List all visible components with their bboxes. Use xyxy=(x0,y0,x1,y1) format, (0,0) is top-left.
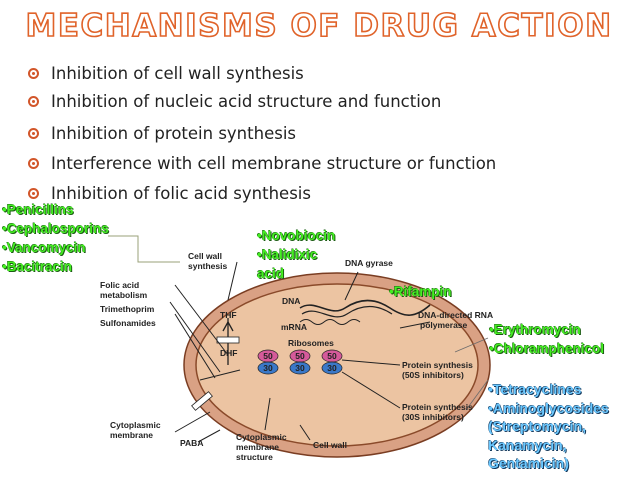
cell-wall-drugs-list: •Penicillins •Cephalosporins •Vancomycin… xyxy=(2,200,109,276)
drug-label: •Penicillins xyxy=(2,202,74,217)
drug-label: •Cephalosporins xyxy=(2,221,109,236)
trimethoprim-block xyxy=(216,336,240,344)
drug-label: •Erythromycin xyxy=(489,322,581,337)
bullet-text: Inhibition of nucleic acid structure and… xyxy=(51,91,442,111)
annotation-lines xyxy=(454,337,489,411)
dna-gyrase-drugs-list: •Novobiocin •Nalidixic acid xyxy=(257,226,335,283)
drug-label: •Tetracyclines xyxy=(488,381,582,397)
cell-wall-label: Cell wall xyxy=(313,440,347,450)
bullet-circle-icon xyxy=(28,67,39,79)
membrane-structure-label: Cytoplasmic xyxy=(236,432,287,442)
bullet-text: Inhibition of protein synthesis xyxy=(51,123,296,143)
bullet-item: Inhibition of cell wall synthesis xyxy=(28,61,304,85)
protein-50s-label: (50S inhibitors) xyxy=(402,370,464,380)
page-title: MECHANISMS OF DRUG ACTION xyxy=(25,7,613,45)
ribosome-30s xyxy=(257,361,279,375)
ribosome-30-label: 30 xyxy=(263,363,273,373)
drug-label: Gentamicin) xyxy=(488,455,569,471)
dna-gyrase-label: DNA gyrase xyxy=(345,258,393,268)
ribosome-30-label: 30 xyxy=(295,363,305,373)
dna-label: DNA xyxy=(282,296,300,306)
bullet-circle-icon xyxy=(28,95,39,107)
drug-label: •Vancomycin xyxy=(2,240,86,255)
bullet-item: Inhibition of folic acid synthesis xyxy=(28,181,311,205)
membrane-structure-label: structure xyxy=(236,452,273,462)
drug-label: •Nalidixic xyxy=(257,247,318,262)
diagram-pointer-lines xyxy=(169,261,431,443)
bullet-circle-icon xyxy=(28,157,39,169)
drug-label: •Chloramphenicol xyxy=(489,341,604,356)
cytoplasmic-membrane-label: membrane xyxy=(110,430,153,440)
protein-30s-label: Protein synthesis xyxy=(402,402,473,412)
rna-polymerase-label: polymerase xyxy=(420,320,468,330)
ribosomes-label: Ribosomes xyxy=(288,338,334,348)
cytoplasmic-membrane-label: Cytoplasmic xyxy=(110,420,161,430)
dna-strand xyxy=(301,305,393,318)
paba-label: PABA xyxy=(180,438,203,448)
bullet-item: Interference with cell membrane structur… xyxy=(28,151,496,175)
mrna-strand xyxy=(299,319,361,325)
ribosome-50-label: 50 xyxy=(295,351,305,361)
protein-50s-label: Protein synthesis xyxy=(402,360,473,370)
drug-label: (Streptomycin, xyxy=(488,418,587,434)
drug-label: •Novobiocin xyxy=(257,228,336,243)
drug-label: Kanamycin, xyxy=(488,436,567,453)
sulfonamides-label: Sulfonamides xyxy=(100,318,156,328)
bullet-item: Inhibition of protein synthesis xyxy=(28,121,296,145)
ribosome-50-label: 50 xyxy=(327,351,337,361)
ribosome-50-label: 50 xyxy=(263,351,273,361)
bullet-circle-icon xyxy=(28,127,39,139)
bullet-text: Interference with cell membrane structur… xyxy=(51,153,497,173)
bullet-text: Inhibition of cell wall synthesis xyxy=(51,63,304,83)
rna-polymerase-drug: •Rifampin xyxy=(389,284,452,299)
membrane-structure-label: membrane xyxy=(236,442,279,452)
ribosome-30s xyxy=(321,361,343,375)
drug-label: acid xyxy=(257,266,285,281)
ribosome-30s xyxy=(289,361,311,375)
drug-label: •Bacitracin xyxy=(2,259,73,274)
trimethoprim-label: Trimethoprim xyxy=(100,304,155,314)
thf-label: THF xyxy=(220,310,237,320)
rna-polymerase-label: DNA-directed RNA xyxy=(418,310,493,320)
dhf-label: DHF xyxy=(220,348,237,358)
mrna-label: mRNA xyxy=(281,322,307,332)
ribosome-30-label: 30 xyxy=(327,363,337,373)
dna-strand xyxy=(299,299,431,316)
folate-arrow-icon xyxy=(222,320,234,332)
protein-50s-drugs-list: •Erythromycin •Chloramphenicol xyxy=(489,320,604,358)
protein-30s-drugs-list: •Tetracyclines •Aminoglycosides (Strepto… xyxy=(488,380,609,473)
cell-wall-synthesis-label: Cell wall xyxy=(188,251,222,261)
bullet-item: Inhibition of nucleic acid structure and… xyxy=(28,89,441,113)
membrane-block xyxy=(191,391,213,411)
penicillins-arrow xyxy=(108,235,180,263)
cell-wall-synthesis-label: synthesis xyxy=(188,261,227,271)
folic-acid-metabolism-label: Folic acid xyxy=(100,280,139,290)
bullet-circle-icon xyxy=(28,187,39,199)
folic-acid-metabolism-label: metabolism xyxy=(100,290,148,300)
protein-30s-label: (30S inhibitors) xyxy=(402,412,464,422)
bullet-text: Inhibition of folic acid synthesis xyxy=(51,183,311,203)
drug-label: •Aminoglycosides xyxy=(488,399,609,416)
